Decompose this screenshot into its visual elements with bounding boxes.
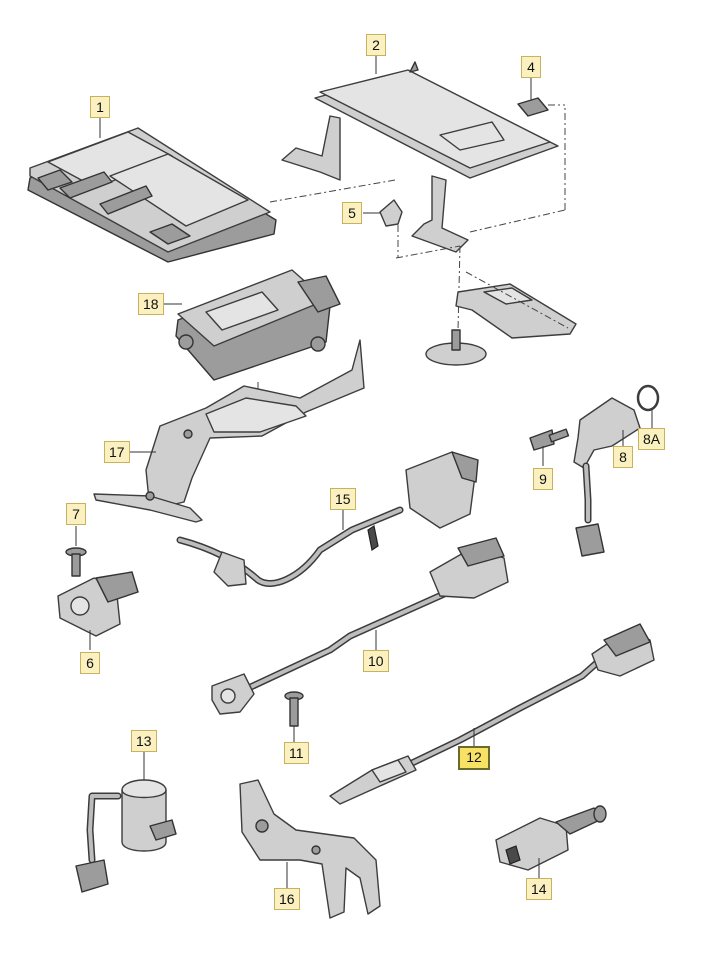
- leader-lines: [75, 56, 653, 888]
- clip-nut-icon[interactable]: [379, 199, 403, 258]
- callout-label[interactable]: 5: [342, 202, 362, 224]
- bolt-icon[interactable]: [529, 428, 570, 451]
- control-module-icon[interactable]: [175, 269, 341, 420]
- control-unit-icon[interactable]: [27, 127, 277, 263]
- module-bracket-icon[interactable]: [93, 339, 365, 523]
- mounting-bracket-icon[interactable]: [281, 61, 559, 253]
- callout-label[interactable]: 8A: [638, 428, 666, 450]
- callout-label[interactable]: 2: [366, 34, 386, 56]
- knock-sensor-icon[interactable]: [211, 537, 509, 715]
- callout-label[interactable]: 15: [330, 488, 356, 510]
- callout-label[interactable]: 6: [80, 652, 100, 674]
- callout-label-selected[interactable]: 12: [458, 746, 490, 770]
- speed-sensor-icon[interactable]: [573, 397, 641, 557]
- callout-label[interactable]: 4: [521, 56, 541, 78]
- callout-label[interactable]: 17: [104, 441, 130, 463]
- oxygen-sensor-icon[interactable]: [329, 623, 655, 805]
- callout-label[interactable]: 8: [613, 446, 633, 468]
- callout-label[interactable]: 14: [526, 878, 552, 900]
- pressure-sensor-icon[interactable]: [75, 779, 177, 893]
- callout-label[interactable]: 11: [284, 742, 309, 764]
- callout-label[interactable]: 7: [66, 503, 86, 525]
- temperature-sensor-icon[interactable]: [176, 451, 479, 587]
- callout-label[interactable]: 18: [138, 293, 164, 315]
- sensor-bracket-icon[interactable]: [239, 779, 381, 919]
- callout-label[interactable]: 10: [363, 650, 389, 672]
- vehicle-mount-icon: [395, 245, 577, 366]
- screw-icon[interactable]: [65, 547, 87, 577]
- callout-label[interactable]: 16: [274, 888, 300, 910]
- o-ring-icon[interactable]: [636, 384, 660, 412]
- callout-label[interactable]: 1: [90, 96, 110, 118]
- position-sensor-icon[interactable]: [57, 571, 139, 637]
- callout-label[interactable]: 9: [533, 468, 553, 490]
- bolt-icon[interactable]: [284, 691, 304, 727]
- rubber-pad-icon[interactable]: [517, 97, 549, 117]
- brake-switch-icon[interactable]: [495, 805, 607, 871]
- callout-label[interactable]: 13: [131, 730, 157, 752]
